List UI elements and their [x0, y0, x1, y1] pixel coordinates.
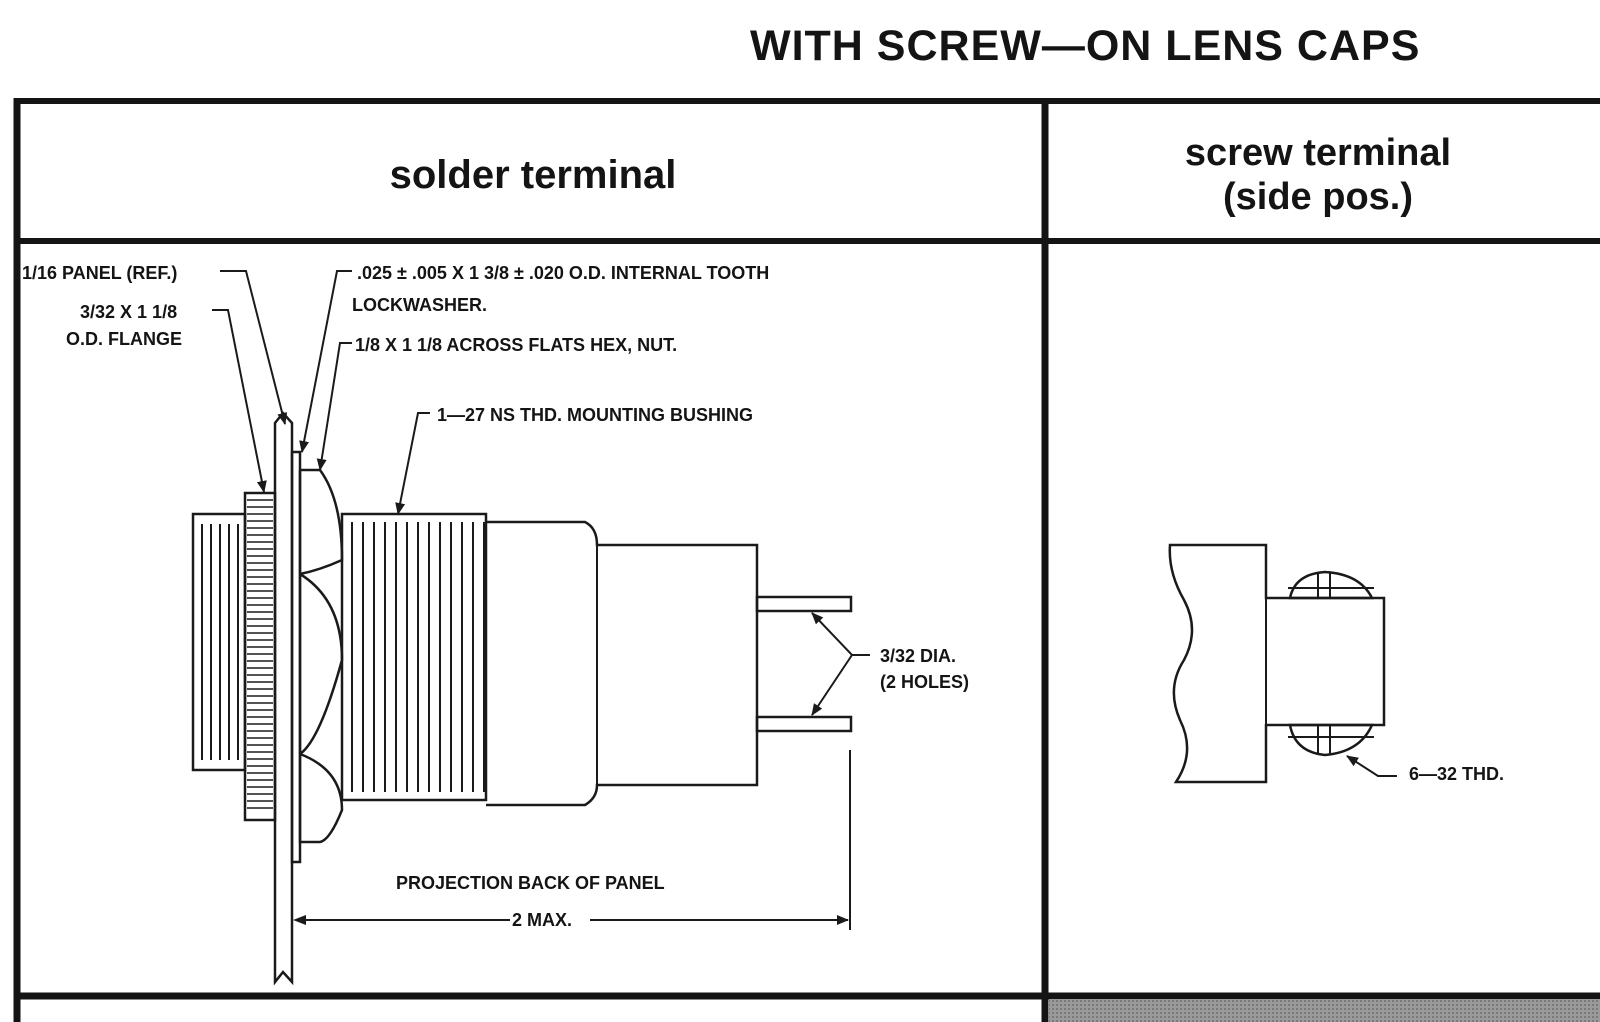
label-holes-line2: (2 HOLES) [880, 672, 969, 692]
screw-terminal-body [1168, 543, 1386, 784]
page-title: WITH SCREW—ON LENS CAPS [750, 22, 1421, 70]
label-thread: 6—32 THD. [1409, 764, 1504, 784]
column-header-solder-terminal: solder terminal [389, 152, 677, 197]
label-flange-line2: O.D. FLANGE [66, 329, 182, 349]
label-nut: 1/8 X 1 1/8 ACROSS FLATS HEX, NUT. [355, 335, 677, 355]
leader-lines [212, 270, 870, 930]
terminal-pins [755, 595, 853, 733]
column-header-screw-terminal: screw terminal (side pos.) [1048, 110, 1588, 240]
label-lockwasher-line2: LOCKWASHER. [352, 295, 487, 315]
lower-screw-head [1288, 723, 1374, 757]
label-lockwasher-line1: .025 ± .005 X 1 3/8 ± .020 O.D. INTERNAL… [357, 263, 769, 283]
solder-terminal-drawing: 1/16 PANEL (REF.) 3/32 X 1 1/8 O.D. FLAN… [22, 263, 969, 986]
upper-screw-head [1288, 570, 1375, 600]
lens-cap [191, 512, 247, 772]
label-holes-line1: 3/32 DIA. [880, 646, 956, 666]
label-panel: 1/16 PANEL (REF.) [22, 263, 177, 283]
flange [243, 491, 277, 822]
table-grid [13, 98, 1600, 1022]
screw-terminal-drawing: 6—32 THD. [1168, 543, 1504, 784]
lamp-body [486, 520, 759, 807]
panel [273, 411, 294, 986]
label-max: 2 MAX. [512, 910, 572, 930]
label-projection: PROJECTION BACK OF PANEL [396, 873, 665, 893]
column-header-screw-line2: (side pos.) [1222, 176, 1414, 218]
shaded-cell [1049, 999, 1600, 1022]
column-header-screw-line1: screw terminal [1184, 132, 1452, 174]
mounting-bushing [340, 512, 488, 802]
hex-nut [298, 468, 344, 844]
label-bushing: 1—27 NS THD. MOUNTING BUSHING [437, 405, 753, 425]
label-flange-line1: 3/32 X 1 1/8 [80, 302, 177, 322]
